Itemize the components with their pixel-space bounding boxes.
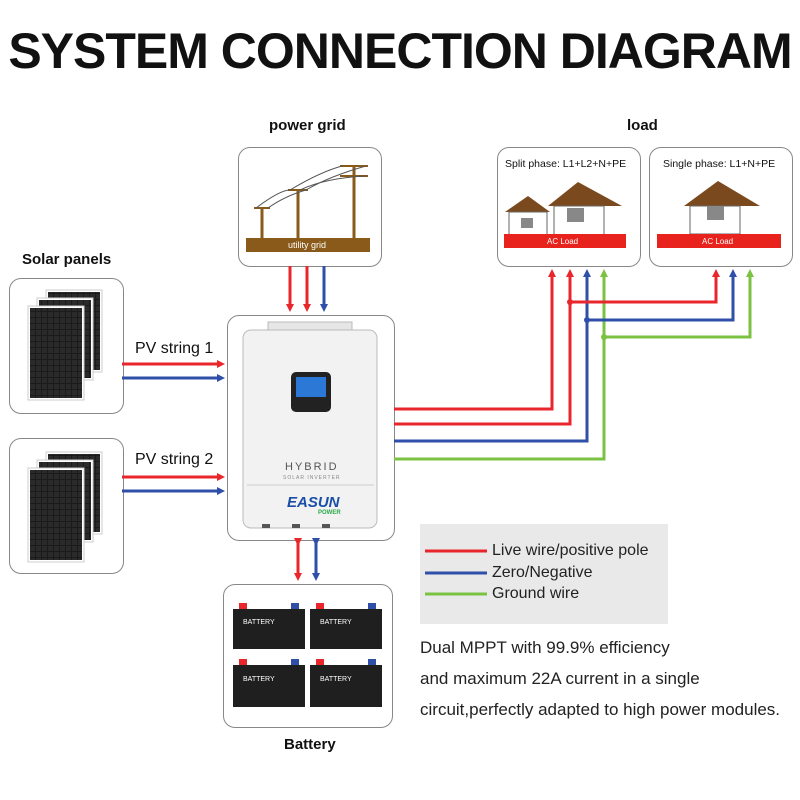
description-line-2: and maximum 22A current in a single	[420, 669, 700, 688]
battery-cell-label-3: BATTERY	[243, 676, 275, 683]
single-phase-label: Single phase: L1+N+PE	[663, 158, 776, 170]
pv-wires	[122, 360, 225, 495]
solar-panel-stack-2	[27, 451, 103, 563]
split-phase-ac-load-label: AC Load	[547, 237, 579, 246]
battery-cell-label-2: BATTERY	[320, 619, 352, 626]
split-phase-label: Split phase: L1+L2+N+PE	[505, 158, 627, 170]
solar-panel-stack-1	[27, 289, 103, 401]
description-line-3: circuit,perfectly adapted to high power …	[420, 700, 781, 719]
single-phase-ac-load-label: AC Load	[702, 237, 734, 246]
legend-live-label: Live wire/positive pole	[492, 542, 649, 559]
load-wires	[394, 269, 754, 461]
power-grid-label: power grid	[269, 117, 346, 134]
inverter-brand-logo: EASUN	[287, 494, 340, 511]
single-phase-house	[657, 181, 781, 248]
inverter-brand-sub: POWER	[318, 510, 341, 516]
utility-grid-sign: utility grid	[288, 240, 327, 250]
battery-wires	[294, 538, 320, 581]
battery-bank	[233, 603, 382, 707]
battery-label: Battery	[284, 736, 336, 753]
grid-wires	[286, 266, 328, 312]
load-label: load	[627, 117, 658, 134]
hybrid-inverter	[242, 321, 378, 529]
solar-panels-label: Solar panels	[22, 251, 112, 268]
split-phase-houses	[504, 182, 626, 248]
description-line-1: Dual MPPT with 99.9% efficiency	[420, 638, 670, 657]
pv-string-2-label: PV string 2	[135, 451, 214, 468]
page-title: SYSTEM CONNECTION DIAGRAM	[8, 23, 792, 79]
legend-ground-label: Ground wire	[492, 585, 580, 602]
inverter-model-label: HYBRID	[285, 461, 339, 473]
battery-cell-label-1: BATTERY	[243, 619, 275, 626]
battery-cell-label-4: BATTERY	[320, 676, 352, 683]
inverter-sub-label: SOLAR INVERTER	[283, 475, 341, 481]
utility-grid-illustration	[246, 165, 370, 252]
legend-neutral-label: Zero/Negative	[492, 564, 593, 581]
pv-string-1-label: PV string 1	[135, 340, 214, 357]
